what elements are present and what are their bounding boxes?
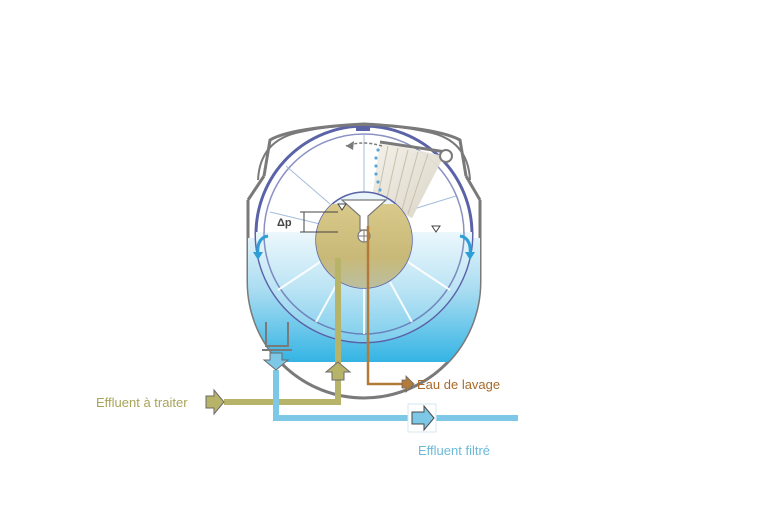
water-level-marker-icon <box>337 203 441 233</box>
effluent-pipe <box>273 370 518 421</box>
drum-cover <box>257 124 471 181</box>
effluent-arrow-icon <box>407 403 437 433</box>
effluent-label: Effluent filtré <box>418 443 490 458</box>
outlet-box <box>262 322 292 351</box>
drum-spokes <box>277 261 451 334</box>
wash-water-pipe <box>366 226 402 386</box>
spray-nozzles <box>374 148 382 192</box>
influent-pipe <box>224 258 341 405</box>
influent-arrow-icon <box>205 388 225 416</box>
rotation-arrow-icon <box>345 141 383 150</box>
delta-p-indicator: Δp <box>277 211 338 233</box>
central-hub <box>315 191 413 289</box>
wash-water-arrow-icon <box>401 375 415 393</box>
arrow-up-icon <box>324 361 352 381</box>
wash-water-label: Eau de lavage <box>417 377 500 392</box>
influent-label: Effluent à traiter <box>96 395 188 410</box>
delta-p-label: Δp <box>277 217 292 229</box>
arrow-down-icon <box>262 352 290 371</box>
